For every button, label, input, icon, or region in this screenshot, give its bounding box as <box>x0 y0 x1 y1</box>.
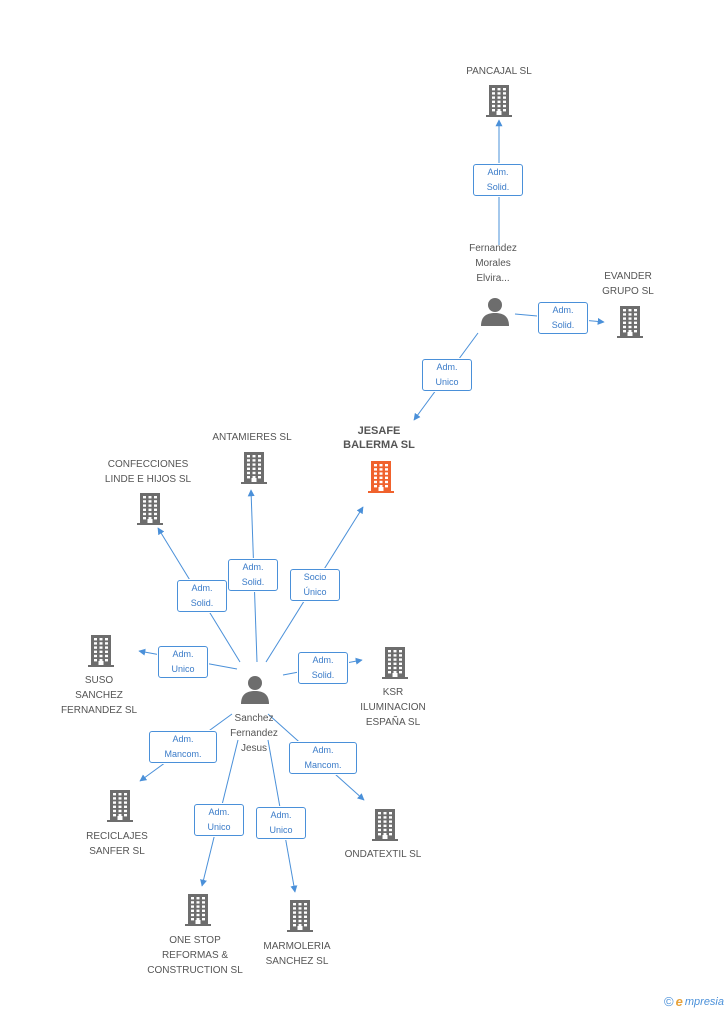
node-label-confecciones[interactable]: CONFECCIONES LINDE E HIJOS SL <box>104 459 192 485</box>
node-label-onestop[interactable]: ONE STOP REFORMAS & CONSTRUCTION SL <box>147 935 243 976</box>
node-label-evander[interactable]: EVANDER GRUPO SL <box>602 271 654 297</box>
edge-label-fernandez-to-jesafe: Adm. Unico <box>422 359 472 391</box>
building-icon[interactable] <box>102 788 138 824</box>
edge-label-sanchez-to-ksr: Adm. Solid. <box>298 652 348 684</box>
node-label-reciclajes[interactable]: RECICLAJES SANFER SL <box>86 831 148 857</box>
building-icon[interactable] <box>236 450 272 486</box>
building-icon[interactable] <box>481 83 517 119</box>
edge-label-sanchez-to-marmoleria: Adm. Unico <box>256 807 306 839</box>
node-label-sanchez[interactable]: Sanchez Fernandez Jesus <box>230 713 278 754</box>
node-label-antamieres[interactable]: ANTAMIERES SL <box>212 432 292 443</box>
brand-name: mpresia <box>684 995 724 1008</box>
brand-initial: e <box>675 994 683 1009</box>
node-label-jesafe[interactable]: JESAFE BALERMA SL <box>343 425 415 451</box>
edge-label-sanchez-to-ondatextil: Adm. Mancom. <box>289 742 357 774</box>
node-label-suso[interactable]: SUSO SANCHEZ FERNANDEZ SL <box>60 675 138 716</box>
edge-label-fernandez-to-pancajal: Adm. Solid. <box>473 164 523 196</box>
building-icon[interactable] <box>282 898 318 934</box>
edge-label-sanchez-to-antamieres: Adm. Solid. <box>228 559 278 591</box>
copyright-symbol: © <box>664 994 674 1009</box>
building-icon[interactable] <box>367 807 403 843</box>
edge-label-sanchez-to-confecciones: Adm. Solid. <box>177 580 227 612</box>
building-icon[interactable] <box>377 645 413 681</box>
node-label-marmoleria[interactable]: MARMOLERIA SANCHEZ SL <box>263 941 331 967</box>
building-icon[interactable] <box>180 892 216 928</box>
building-icon[interactable] <box>612 304 648 340</box>
edge-label-sanchez-to-reciclajes: Adm. Mancom. <box>149 731 217 763</box>
edge-label-sanchez-to-suso: Adm. Unico <box>158 646 208 678</box>
node-label-fernandez[interactable]: Fernandez Morales Elvira... <box>469 243 517 284</box>
person-icon[interactable] <box>477 294 513 330</box>
node-label-pancajal[interactable]: PANCAJAL SL <box>466 66 532 77</box>
node-label-ondatextil[interactable]: ONDATEXTIL SL <box>344 849 422 860</box>
node-label-ksr[interactable]: KSR ILUMINACION ESPAÑA SL <box>360 687 426 728</box>
building-icon[interactable] <box>83 633 119 669</box>
building-icon[interactable] <box>132 491 168 527</box>
focal-building-icon[interactable] <box>363 459 399 495</box>
edge-label-fernandez-to-evander: Adm. Solid. <box>538 302 588 334</box>
person-icon[interactable] <box>237 672 273 708</box>
edge-label-sanchez-to-jesafe: Socio Único <box>290 569 340 601</box>
edge-label-sanchez-to-onestop: Adm. Unico <box>194 804 244 836</box>
